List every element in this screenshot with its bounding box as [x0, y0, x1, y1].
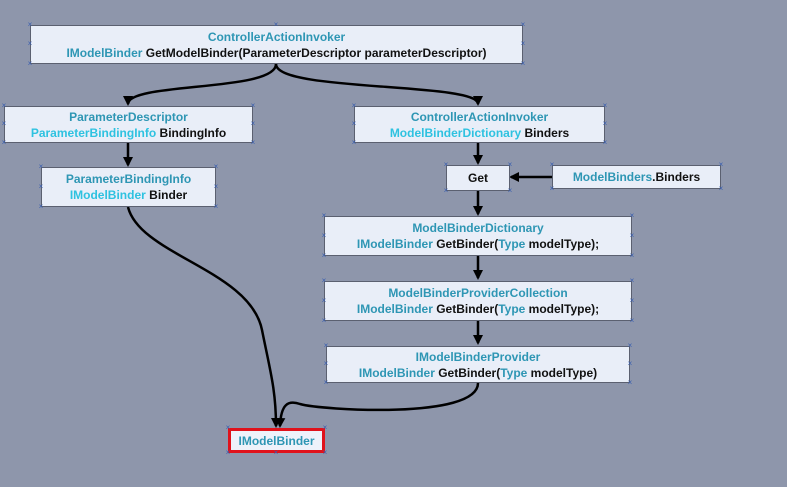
selection-handle-icon: [213, 164, 219, 170]
selection-handle-icon: [1, 121, 7, 127]
node-model-binder-dictionary[interactable]: ModelBinderDictionary IModelBinder GetBi…: [324, 216, 632, 256]
selection-handle-icon: [602, 121, 608, 127]
selection-handle-icon: [321, 318, 327, 324]
selection-handle-icon: [507, 162, 513, 168]
edge-top-to-param-descriptor: [123, 63, 278, 106]
node-title: ModelBinderDictionary: [412, 221, 544, 235]
selection-handle-icon: [351, 121, 357, 127]
selection-handle-icon: [321, 298, 327, 304]
node-parameter-descriptor[interactable]: ParameterDescriptor ParameterBindingInfo…: [4, 106, 253, 143]
selection-handle-icon: [602, 140, 608, 146]
selection-handle-icon: [520, 41, 526, 47]
edge-imbp-to-imodelbinder: [275, 382, 480, 428]
selection-handle-icon: [507, 188, 513, 194]
node-controller-action-invoker-top[interactable]: ControllerActionInvoker IModelBinder Get…: [30, 25, 523, 64]
selection-handle-icon: [443, 162, 449, 168]
node-member: IModelBinder GetBinder(Type modelType);: [356, 237, 600, 251]
selection-handle-icon: [250, 140, 256, 146]
selection-handle-icon: [38, 184, 44, 190]
selection-handle-icon: [225, 450, 231, 456]
selection-handle-icon: [1, 103, 7, 109]
edge-binding-info-to-imodelbinder: [126, 206, 281, 428]
node-member: IModelBinder GetBinder(Type modelType): [358, 365, 598, 380]
selection-handle-icon: [38, 164, 44, 170]
selection-handle-icon: [443, 188, 449, 194]
selection-handle-icon: [549, 186, 555, 192]
selection-handle-icon: [627, 361, 633, 367]
selection-handle-icon: [629, 213, 635, 219]
selection-handle-icon: [38, 204, 44, 210]
node-get[interactable]: Get: [446, 165, 510, 191]
selection-handle-icon: [27, 22, 33, 28]
edge-top-to-cai-binders: [274, 63, 483, 106]
node-title: Get: [467, 171, 488, 185]
node-title: ParameterDescriptor: [69, 109, 188, 124]
selection-handle-icon: [718, 162, 724, 168]
node-member: ParameterBindingInfo BindingInfo: [30, 125, 227, 140]
node-model-binder-provider-collection[interactable]: ModelBinderProviderCollection IModelBind…: [324, 281, 632, 321]
selection-handle-icon: [718, 186, 724, 192]
node-title: ControllerActionInvoker: [207, 29, 346, 44]
selection-handle-icon: [323, 380, 329, 386]
selection-handle-icon: [351, 140, 357, 146]
selection-handle-icon: [629, 233, 635, 239]
selection-handle-icon: [520, 22, 526, 28]
selection-handle-icon: [225, 425, 231, 431]
selection-handle-icon: [250, 121, 256, 127]
selection-handle-icon: [629, 318, 635, 324]
selection-handle-icon: [629, 298, 635, 304]
selection-handle-icon: [322, 450, 328, 456]
selection-handle-icon: [321, 233, 327, 239]
selection-handle-icon: [27, 61, 33, 67]
selection-handle-icon: [213, 184, 219, 190]
selection-handle-icon: [273, 450, 279, 456]
node-parameter-binding-info[interactable]: ParameterBindingInfo IModelBinder Binder: [41, 167, 216, 207]
selection-handle-icon: [321, 253, 327, 259]
selection-handle-icon: [627, 343, 633, 349]
selection-handle-icon: [323, 343, 329, 349]
selection-handle-icon: [351, 103, 357, 109]
selection-handle-icon: [520, 61, 526, 67]
selection-handle-icon: [27, 41, 33, 47]
node-title: ModelBinderProviderCollection: [388, 286, 568, 300]
selection-handle-icon: [1, 140, 7, 146]
selection-handle-icon: [629, 253, 635, 259]
selection-handle-icon: [629, 278, 635, 284]
selection-handle-icon: [549, 162, 555, 168]
node-title: IModelBinderProvider: [415, 349, 541, 364]
selection-handle-icon: [250, 103, 256, 109]
selection-handle-icon: [323, 361, 329, 367]
node-title: ControllerActionInvoker: [410, 109, 549, 124]
node-controller-action-invoker-binders[interactable]: ControllerActionInvoker ModelBinderDicti…: [354, 106, 605, 143]
selection-handle-icon: [602, 103, 608, 109]
node-member: IModelBinder GetModelBinder(ParameterDes…: [66, 45, 487, 60]
node-title: ModelBinders.Binders: [572, 170, 701, 184]
selection-handle-icon: [627, 380, 633, 386]
selection-handle-icon: [322, 425, 328, 431]
node-title: IModelBinder: [238, 433, 315, 448]
selection-handle-icon: [213, 204, 219, 210]
node-member: IModelBinder GetBinder(Type modelType);: [356, 302, 600, 316]
selection-handle-icon: [273, 22, 279, 28]
selection-handle-icon: [321, 213, 327, 219]
node-model-binders[interactable]: ModelBinders.Binders: [552, 165, 721, 189]
node-imodel-binder-provider[interactable]: IModelBinderProvider IModelBinder GetBin…: [326, 346, 630, 383]
selection-handle-icon: [321, 278, 327, 284]
node-member: IModelBinder Binder: [69, 188, 188, 202]
node-member: ModelBinderDictionary Binders: [389, 125, 570, 140]
node-title: ParameterBindingInfo: [65, 172, 192, 186]
